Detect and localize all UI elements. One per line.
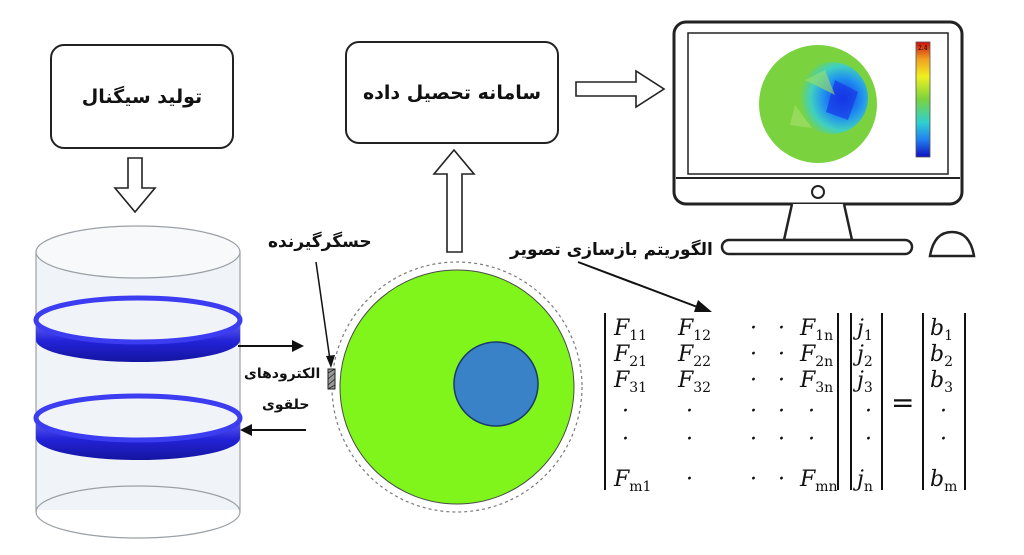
matrix-cell: · bbox=[808, 427, 815, 452]
j-vector-cell: · bbox=[865, 427, 872, 452]
matrix-cell: F12 bbox=[677, 316, 711, 344]
arrow-up-acquisition bbox=[432, 148, 476, 253]
equals-sign: = bbox=[891, 386, 914, 419]
sensor-pointer bbox=[315, 261, 331, 361]
matrix-cell: · bbox=[778, 342, 785, 367]
matrix-cell: · bbox=[778, 427, 785, 452]
matrix-cell: · bbox=[686, 467, 693, 492]
colorbar bbox=[915, 41, 931, 158]
matrix-cell: F31 bbox=[613, 368, 647, 396]
data-acquisition-box: سامانه تحصیل داده bbox=[345, 41, 559, 144]
data-acquisition-label: سامانه تحصیل داده bbox=[362, 81, 542, 104]
matrix-cell: · bbox=[750, 342, 757, 367]
matrix-cell: · bbox=[750, 399, 757, 424]
signal-generation-box: تولید سیگنال bbox=[50, 44, 234, 149]
j-vector-cell: j2 bbox=[852, 342, 873, 370]
reconstruction-algorithm-label: الگوریتم بازسازی تصویر bbox=[510, 240, 713, 260]
matrix-cell: F21 bbox=[613, 342, 647, 370]
signal-generation-label: تولید سیگنال bbox=[81, 85, 203, 108]
matrix-cell: F1n bbox=[799, 316, 833, 344]
matrix-cell: · bbox=[686, 399, 693, 424]
arrow-right-monitor bbox=[575, 69, 666, 109]
j-vector-cell: · bbox=[865, 399, 872, 424]
matrix-cell: F32 bbox=[677, 368, 711, 396]
b-vector-cell: b3 bbox=[930, 368, 953, 396]
matrix-cell: · bbox=[778, 316, 785, 341]
b-vector-cell: b1 bbox=[930, 316, 953, 344]
matrix-cell: F3n bbox=[799, 368, 833, 396]
matrix-cell: · bbox=[750, 467, 757, 492]
phantom-cross-section bbox=[327, 261, 583, 513]
ring-electrode-lower bbox=[33, 393, 243, 460]
b-vector-cell: · bbox=[940, 399, 947, 424]
j-vector-cell: jn bbox=[852, 467, 873, 495]
j-vector-cell: j1 bbox=[852, 316, 873, 344]
matrix-cell: · bbox=[750, 316, 757, 341]
monitor: 2.4 bbox=[672, 20, 976, 258]
matrix-cell: F11 bbox=[613, 316, 647, 344]
b-vector-cell: · bbox=[940, 427, 947, 452]
j-vector-cell: j3 bbox=[852, 368, 873, 396]
matrix-cell: · bbox=[778, 368, 785, 393]
matrix-cell: · bbox=[622, 427, 629, 452]
inclusion bbox=[453, 341, 539, 427]
algorithm-pointer bbox=[577, 261, 701, 309]
receiving-sensor-label: حسگرگیرنده bbox=[268, 232, 372, 252]
ring-electrodes-label-1: الکترودهای bbox=[244, 366, 321, 382]
tank-cylinder bbox=[35, 225, 241, 539]
matrix-cell: F2n bbox=[799, 342, 833, 370]
matrix-cell: F22 bbox=[677, 342, 711, 370]
matrix-cell: · bbox=[750, 368, 757, 393]
colorbar-max: 2.4 bbox=[918, 45, 928, 52]
arrow-down-signal bbox=[113, 157, 157, 214]
matrix-cell: Fmn bbox=[799, 467, 838, 495]
matrix-cell: · bbox=[622, 399, 629, 424]
mouse bbox=[928, 230, 976, 258]
matrix-cell: · bbox=[750, 427, 757, 452]
matrix-cell: · bbox=[686, 427, 693, 452]
ring-electrodes-label-2: حلقوی bbox=[262, 397, 310, 413]
matrix-cell: · bbox=[778, 467, 785, 492]
b-vector-cell: b2 bbox=[930, 342, 953, 370]
ring-electrode-upper bbox=[33, 295, 243, 362]
matrix-cell: · bbox=[808, 399, 815, 424]
b-vector-cell: bm bbox=[930, 467, 957, 495]
matrix-cell: · bbox=[778, 399, 785, 424]
matrix-cell: Fm1 bbox=[613, 467, 651, 495]
